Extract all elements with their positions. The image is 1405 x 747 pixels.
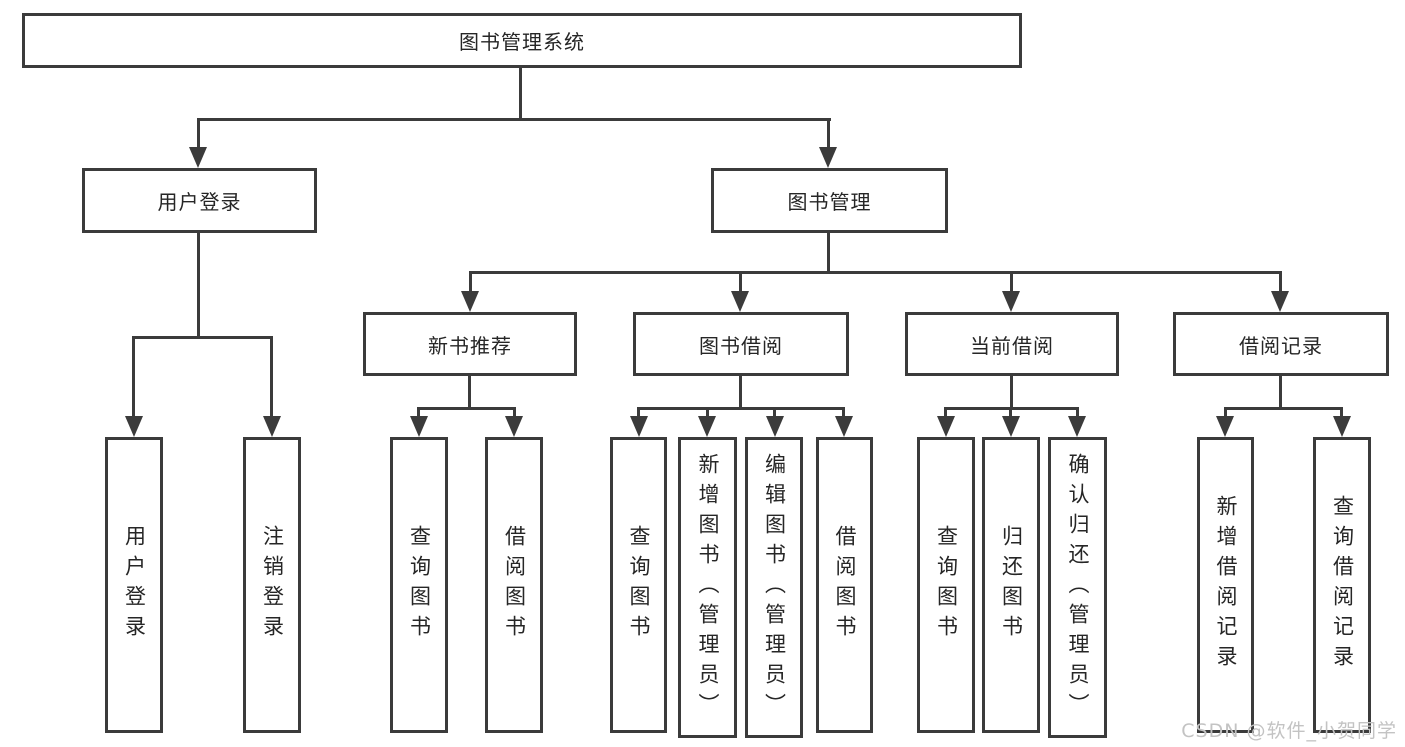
connector-drop-bb4 [842, 407, 845, 419]
leaf-newbook-query: 查询图书 [390, 437, 448, 733]
connector-drop-book-mgmt [827, 118, 830, 150]
leaf-borrow-add-admin: 新增图书（管理员） [678, 437, 737, 738]
node-book-mgmt-label: 图书管理 [787, 190, 872, 214]
connector-book-borrow-bus [637, 407, 845, 410]
arrowhead-bb2 [698, 416, 716, 437]
leaf-record-add-label: 新增借阅记录 [1214, 495, 1238, 675]
connector-borrow-record-bus [1224, 407, 1343, 410]
leaf-current-return-label: 归还图书 [999, 525, 1024, 645]
connector-drop-cb3 [1076, 407, 1079, 419]
arrowhead-borrow-record [1271, 291, 1289, 312]
leaf-current-return: 归还图书 [982, 437, 1040, 733]
node-new-book-label: 新书推荐 [428, 333, 512, 358]
node-root: 图书管理系统 [22, 13, 1022, 68]
arrowhead-bb3 [766, 416, 784, 437]
leaf-logout: 注销登录 [243, 437, 301, 733]
connector-drop-nb2 [513, 407, 516, 419]
node-user-login: 用户登录 [82, 168, 317, 233]
arrowhead-leaf-logout [263, 416, 281, 437]
node-new-book: 新书推荐 [363, 312, 577, 376]
node-book-borrow: 图书借阅 [633, 312, 849, 376]
node-current-borrow: 当前借阅 [905, 312, 1119, 376]
connector-drop-leaf-logout [270, 336, 273, 416]
node-user-login-label: 用户登录 [157, 190, 242, 214]
arrowhead-current-borrow [1002, 291, 1020, 312]
leaf-borrow-add-admin-label: 新增图书（管理员） [696, 452, 720, 723]
leaf-current-confirm-admin-label: 确认归还（管理员） [1066, 452, 1090, 723]
arrowhead-book-borrow [731, 291, 749, 312]
leaf-logout-label: 注销登录 [260, 525, 285, 645]
node-borrow-record: 借阅记录 [1173, 312, 1389, 376]
leaf-current-confirm-admin: 确认归还（管理员） [1048, 437, 1107, 738]
arrowhead-bb1 [630, 416, 648, 437]
arrowhead-cb3 [1068, 416, 1086, 437]
connector-level3-bus [469, 271, 1282, 274]
arrowhead-nb1 [410, 416, 428, 437]
connector-level2-bus [197, 118, 831, 121]
node-current-borrow-label: 当前借阅 [970, 333, 1054, 358]
leaf-record-query: 查询借阅记录 [1313, 437, 1371, 733]
connector-drop-current-borrow [1010, 271, 1013, 291]
connector-book-borrow-stem [739, 376, 742, 407]
connector-drop-borrow-record [1279, 271, 1282, 291]
node-borrow-record-label: 借阅记录 [1239, 333, 1323, 358]
watermark: CSDN @软件_小贺同学 [1181, 720, 1397, 742]
leaf-user-login: 用户登录 [105, 437, 163, 733]
leaf-newbook-query-label: 查询图书 [407, 525, 432, 645]
leaf-borrow-edit-admin: 编辑图书（管理员） [745, 437, 803, 738]
arrowhead-cb1 [937, 416, 955, 437]
connector-user-login-stem [197, 233, 200, 336]
connector-user-login-bus [132, 336, 273, 339]
connector-drop-bb1 [637, 407, 640, 419]
leaf-current-query-label: 查询图书 [934, 525, 959, 645]
arrowhead-new-book [461, 291, 479, 312]
connector-drop-cb2 [1009, 407, 1012, 419]
leaf-newbook-borrow: 借阅图书 [485, 437, 543, 733]
leaf-borrow-book-label: 借阅图书 [833, 525, 857, 645]
connector-drop-br2 [1340, 407, 1343, 419]
arrowhead-book-mgmt [819, 147, 837, 168]
arrowhead-cb2 [1002, 416, 1020, 437]
connector-root-stem [519, 68, 522, 118]
leaf-newbook-borrow-label: 借阅图书 [502, 525, 527, 645]
connector-new-book-stem [468, 376, 471, 407]
connector-borrow-record-stem [1279, 376, 1282, 407]
leaf-borrow-query: 查询图书 [610, 437, 667, 733]
connector-drop-book-borrow [739, 271, 742, 291]
connector-drop-user-login [197, 118, 200, 150]
leaf-current-query: 查询图书 [917, 437, 975, 733]
connector-drop-bb3 [773, 407, 776, 419]
connector-drop-bb2 [706, 407, 709, 419]
connector-current-borrow-stem [1010, 376, 1013, 407]
connector-drop-br1 [1224, 407, 1227, 419]
connector-drop-leaf-login [132, 336, 135, 416]
node-book-borrow-label: 图书借阅 [699, 333, 783, 358]
arrowhead-bb4 [835, 416, 853, 437]
connector-drop-new-book [469, 271, 472, 291]
leaf-borrow-edit-admin-label: 编辑图书（管理员） [762, 452, 787, 723]
connector-drop-nb1 [417, 407, 420, 419]
arrowhead-leaf-login [125, 416, 143, 437]
node-book-mgmt: 图书管理 [711, 168, 948, 233]
arrowhead-br1 [1216, 416, 1234, 437]
leaf-borrow-book: 借阅图书 [816, 437, 873, 733]
arrowhead-br2 [1333, 416, 1351, 437]
arrowhead-user-login [189, 147, 207, 168]
leaf-user-login-label: 用户登录 [122, 525, 147, 645]
arrowhead-nb2 [505, 416, 523, 437]
leaf-borrow-query-label: 查询图书 [627, 525, 651, 645]
connector-drop-cb1 [944, 407, 947, 419]
leaf-record-query-label: 查询借阅记录 [1330, 495, 1355, 675]
node-root-label: 图书管理系统 [459, 30, 585, 54]
leaf-record-add: 新增借阅记录 [1197, 437, 1254, 733]
connector-new-book-bus [417, 407, 516, 410]
connector-book-mgmt-stem [827, 233, 830, 271]
